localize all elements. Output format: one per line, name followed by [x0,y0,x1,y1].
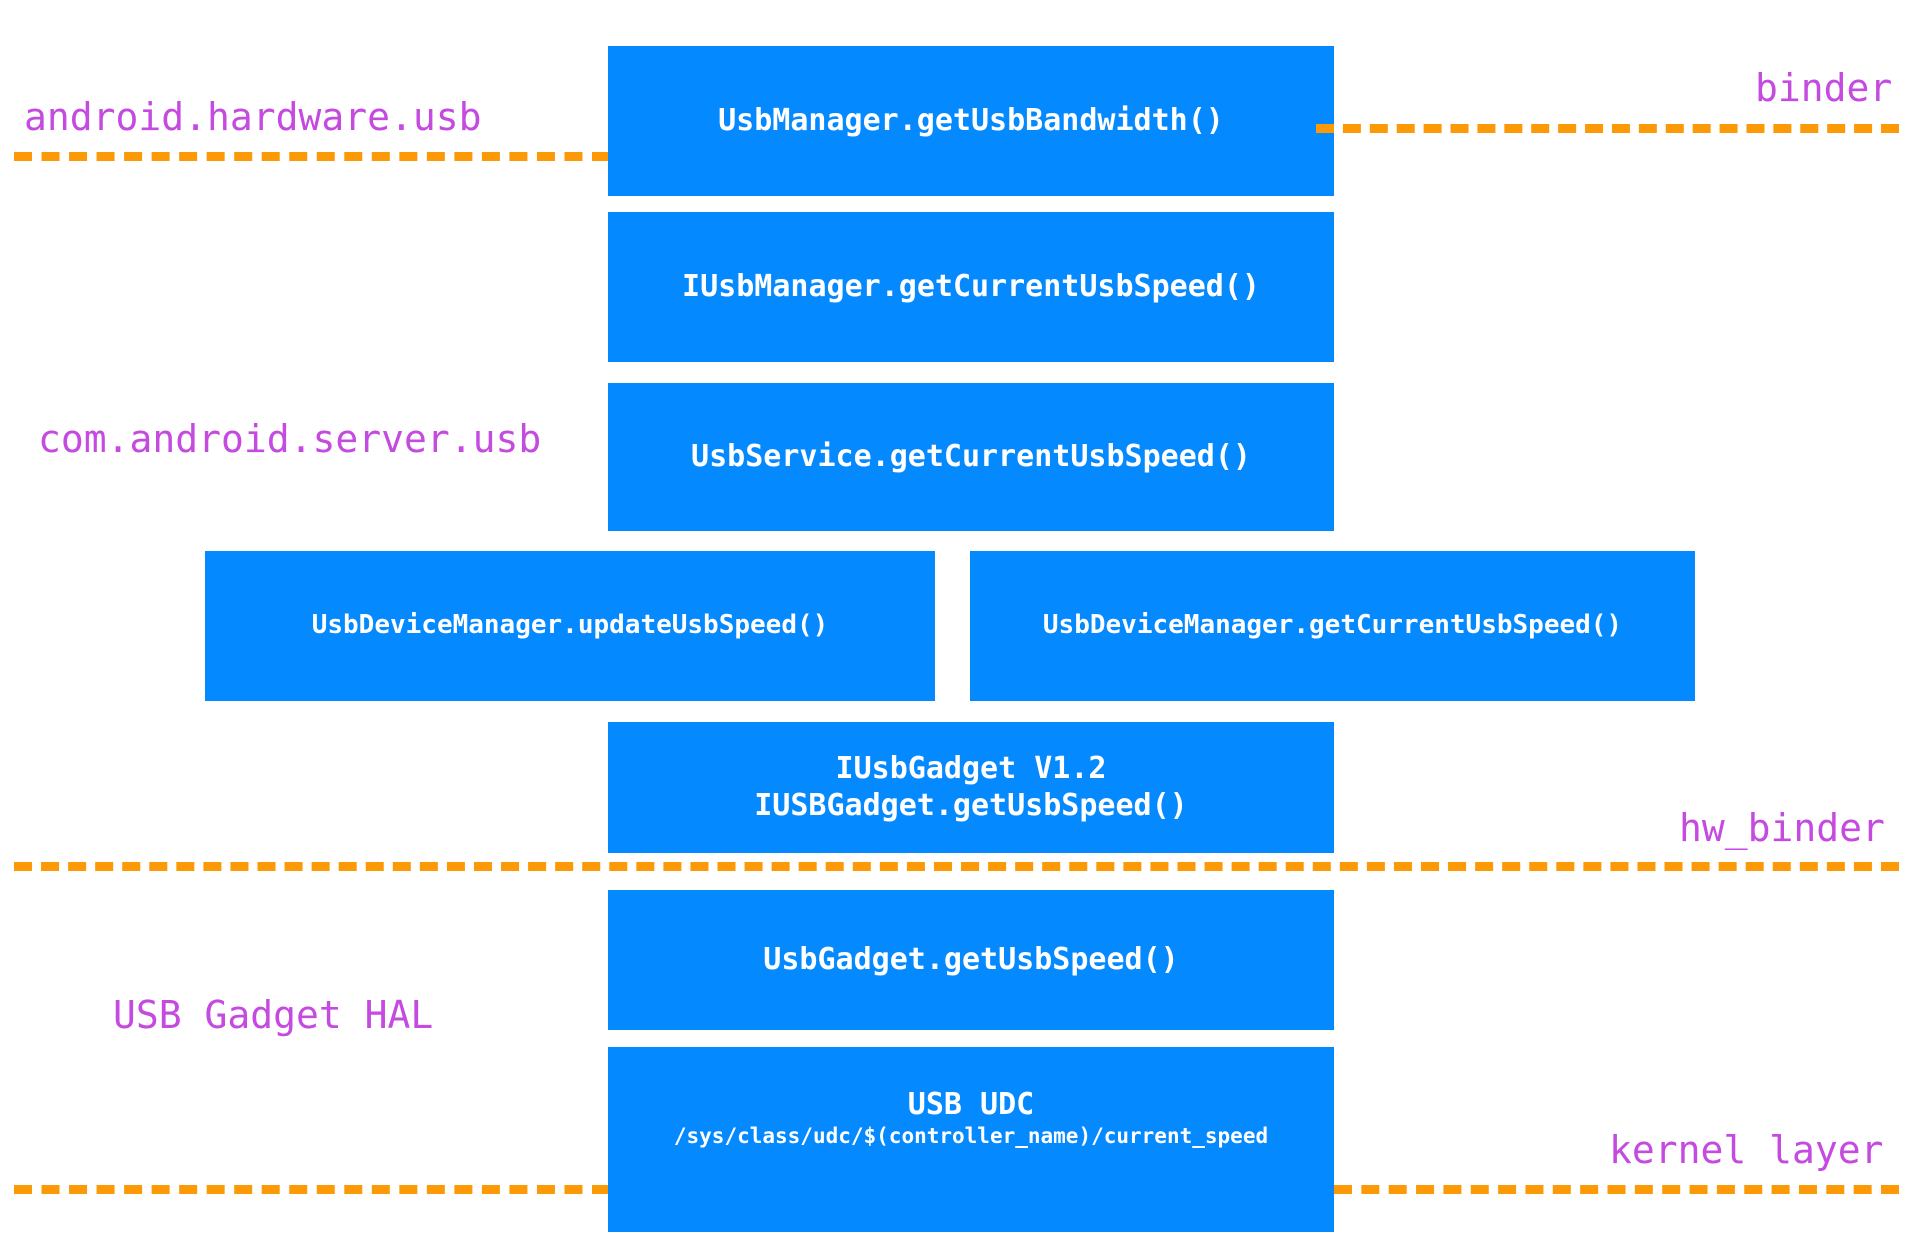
box-label-line2: /sys/class/udc/$(controller_name)/curren… [673,1123,1269,1148]
box-label-line1: USB UDC [907,1087,1035,1122]
dashed-line-binder-left [14,152,610,161]
box-usbservice-get-current-usb-speed[interactable]: UsbService.getCurrentUsbSpeed() [608,383,1334,531]
box-iusbgadget-v1-2[interactable]: IUsbGadget V1.2 IUSBGadget.getUsbSpeed() [608,722,1334,853]
box-usbdevicemanager-get-current-usb-speed[interactable]: UsbDeviceManager.getCurrentUsbSpeed() [970,551,1695,701]
box-label-line1: UsbDeviceManager.updateUsbSpeed() [311,610,829,641]
box-label-line1: UsbDeviceManager.getCurrentUsbSpeed() [1042,610,1623,641]
box-label-line1: IUsbGadget V1.2 [835,750,1107,786]
layer-label-com-android-server-usb: com.android.server.usb [38,417,542,461]
layer-label-kernel-layer: kernel layer [1609,1128,1884,1172]
dashed-line-kernel-right [1334,1185,1899,1194]
box-usbgadget-get-usb-speed[interactable]: UsbGadget.getUsbSpeed() [608,890,1334,1030]
box-usbdevicemanager-update-usb-speed[interactable]: UsbDeviceManager.updateUsbSpeed() [205,551,935,701]
box-label-line1: UsbManager.getUsbBandwidth() [718,102,1224,138]
dashed-line-hw-binder [14,862,1899,871]
box-label-line1: UsbService.getCurrentUsbSpeed() [691,438,1251,474]
dashed-line-kernel-left [14,1185,610,1194]
layer-label-hw-binder: hw_binder [1679,806,1885,850]
box-label-line1: IUsbManager.getCurrentUsbSpeed() [682,268,1260,304]
box-iusbmanager-get-current-usb-speed[interactable]: IUsbManager.getCurrentUsbSpeed() [608,212,1334,362]
box-usb-udc[interactable]: USB UDC /sys/class/udc/$(controller_name… [608,1047,1334,1232]
box-usbmanager-get-usb-bandwidth[interactable]: UsbManager.getUsbBandwidth() [608,46,1334,196]
box-label-line2: IUSBGadget.getUsbSpeed() [754,787,1188,823]
layer-label-android-hardware-usb: android.hardware.usb [24,95,482,139]
layer-label-binder: binder [1755,66,1893,110]
box-label-line1: UsbGadget.getUsbSpeed() [763,941,1179,977]
dashed-line-binder-right [1316,124,1899,133]
layer-label-usb-gadget-hal: USB Gadget HAL [113,993,434,1037]
